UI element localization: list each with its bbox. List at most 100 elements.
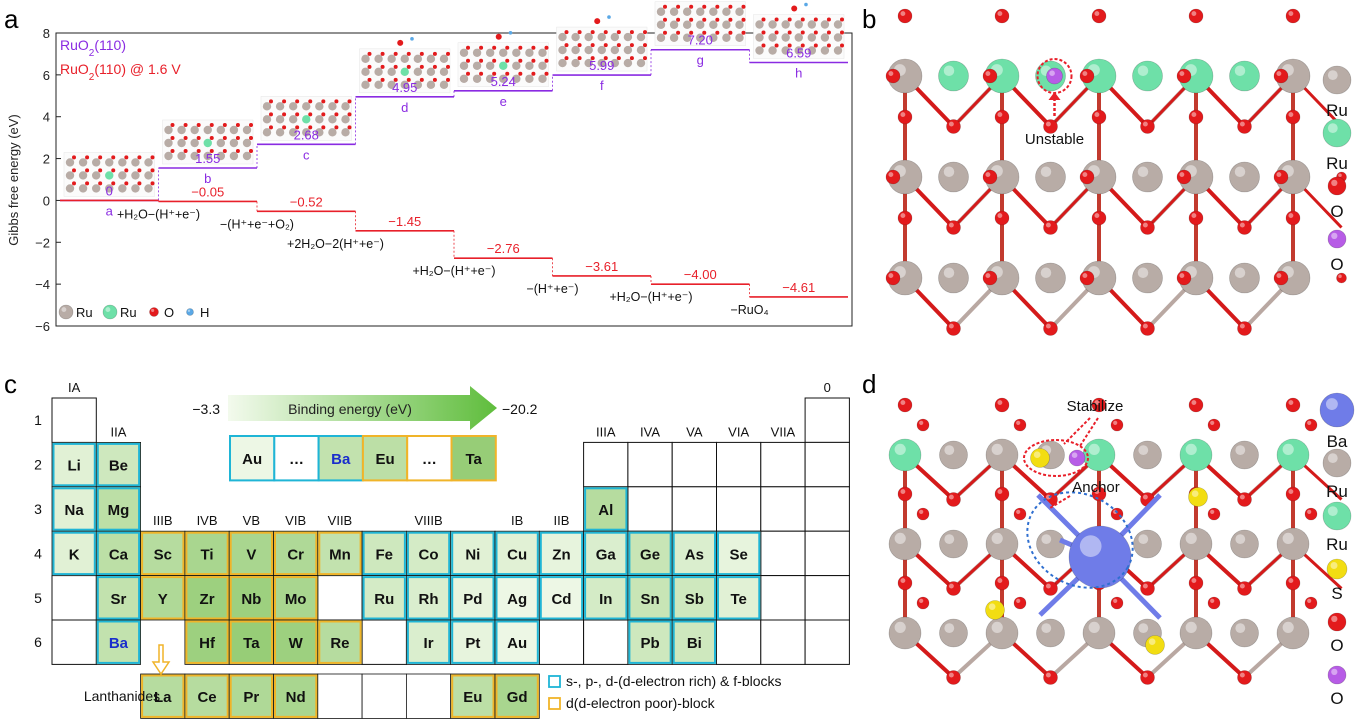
o-atom <box>380 77 385 82</box>
o-atom-highlight <box>1288 112 1294 118</box>
step-label: +2H₂O−2(H⁺+e⁻) <box>287 237 384 251</box>
ru-atom <box>1035 262 1066 294</box>
o-atom <box>466 45 470 50</box>
o-atom <box>446 51 450 56</box>
empty-cell <box>583 441 629 488</box>
o-atom-highlight <box>948 222 954 228</box>
ru-atom <box>216 125 226 135</box>
element-block-border <box>362 531 406 576</box>
element-cell-Au: Au <box>494 619 540 665</box>
element-block-border <box>406 576 451 620</box>
o-atom <box>663 4 667 9</box>
o-atom <box>235 135 240 140</box>
o-atom <box>1091 486 1107 502</box>
legend-swatch-highlight <box>1331 615 1338 622</box>
o-atom <box>826 43 831 48</box>
ru-atom <box>439 67 449 77</box>
adsorbate-o <box>791 5 798 12</box>
ru-atom <box>735 33 744 42</box>
ru-atom <box>1230 440 1259 470</box>
o-atom-highlight <box>1210 509 1215 514</box>
series-1-value-label: 0 <box>106 183 113 198</box>
state-label: a <box>106 203 114 218</box>
series-legend: RuO2(110) RuO2(110) @ 1.6 V <box>60 37 181 83</box>
o-atom-highlight <box>919 598 924 604</box>
o-atom-highlight <box>1288 578 1294 583</box>
ru-atom <box>1133 529 1162 559</box>
o-atom <box>1013 596 1027 610</box>
ru-atom-highlight <box>1234 267 1246 278</box>
series-2-value-label: −4.61 <box>782 280 815 295</box>
ranking-cell: Ta <box>450 435 497 482</box>
o-atom-highlight <box>1045 583 1051 589</box>
o-atom <box>564 56 569 61</box>
ru-atom-highlight <box>1185 621 1197 634</box>
o-atom <box>603 30 608 35</box>
stabilize-ring <box>1023 439 1089 477</box>
o-atom <box>367 51 372 56</box>
ru-atom-highlight <box>1138 445 1149 455</box>
ru-atom <box>571 58 580 68</box>
element-cell-bg <box>716 530 762 577</box>
ru-atom <box>538 48 547 57</box>
legend-label: O <box>164 305 174 320</box>
legend-swatch-highlight <box>1331 179 1338 187</box>
o-atom <box>209 135 214 140</box>
o-atom <box>1140 321 1155 336</box>
legend-label: O <box>1330 202 1343 221</box>
o-atom-highlight <box>1179 71 1185 77</box>
ru-atom-highlight <box>1088 443 1100 455</box>
element-cell-bg <box>317 619 363 665</box>
o-atom <box>367 77 372 82</box>
o-atom <box>787 30 792 35</box>
ru-atom <box>571 45 580 55</box>
element-symbol: Cd <box>551 591 571 608</box>
empty-cell <box>51 619 97 665</box>
lanthanide-cell <box>405 673 452 719</box>
o-atom <box>393 77 398 82</box>
element-cell-Nb: Nb <box>228 575 274 621</box>
element-symbol: Bi <box>687 635 702 652</box>
empty-cell <box>51 397 97 443</box>
element-cell-Sn: Sn <box>627 575 673 621</box>
group-label: IVB <box>197 513 218 528</box>
ru-atom <box>302 115 311 124</box>
o-atom <box>564 43 569 48</box>
o-atom <box>689 17 694 22</box>
ru-atom <box>696 7 705 16</box>
element-cell-bg <box>627 575 673 621</box>
element-cell-Bi: Bi <box>671 619 717 665</box>
ru-atom <box>1036 618 1065 648</box>
ru-atom <box>1276 616 1310 650</box>
ru-atom <box>1132 161 1163 193</box>
element-symbol: Se <box>729 546 747 563</box>
element-cell-Ti: Ti <box>184 530 230 577</box>
o-atom <box>1336 272 1347 284</box>
group-label: VIB <box>285 513 306 528</box>
ru-atom <box>1036 529 1065 559</box>
o-atom <box>826 17 831 22</box>
ru-atom <box>781 46 790 55</box>
element-block-border <box>539 531 584 576</box>
element-symbol: Ru <box>374 591 394 608</box>
o-atom-highlight <box>1082 273 1088 278</box>
o-atom <box>137 181 142 186</box>
ru-atom <box>538 74 547 83</box>
ru-atom <box>939 529 968 559</box>
o-atom-highlight <box>1142 323 1148 329</box>
element-symbol: Na <box>65 502 85 519</box>
ru-atom <box>1082 616 1116 650</box>
o-atom <box>761 30 766 35</box>
o-atom-highlight <box>1016 420 1021 425</box>
element-cell-Cu: Cu <box>494 530 540 577</box>
stabilized-o-atom-highlight <box>1071 452 1078 459</box>
element-block-border <box>406 620 451 664</box>
o-atom <box>840 43 844 48</box>
element-block-border <box>717 576 761 620</box>
o-atom <box>72 181 76 186</box>
o-atom <box>334 125 339 130</box>
ru-atom <box>682 20 692 29</box>
